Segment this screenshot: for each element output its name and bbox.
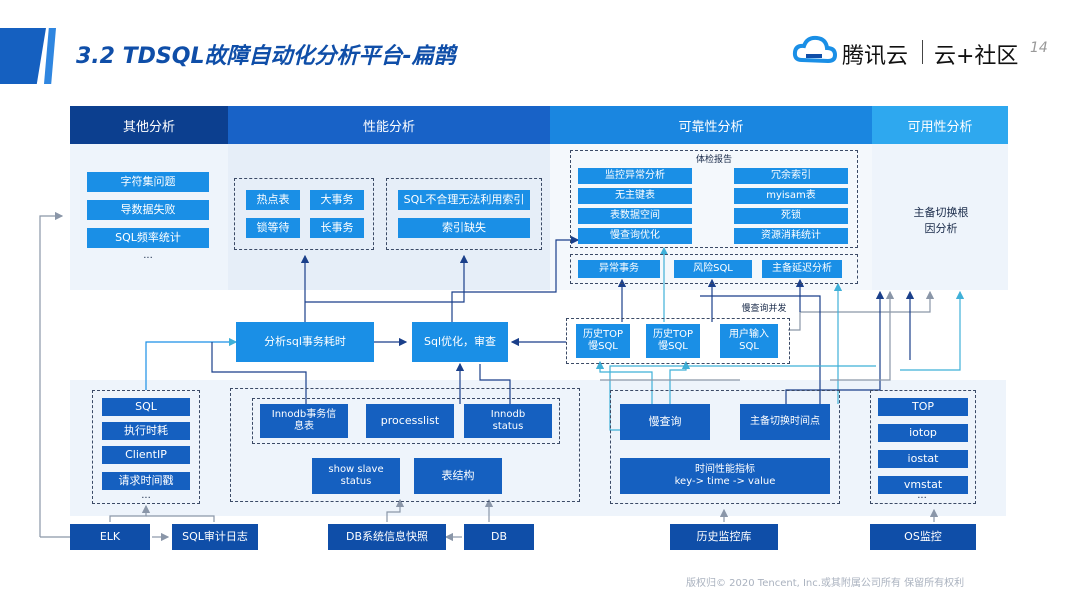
- rel-monitor-anomaly: 监控异常分析: [578, 168, 692, 184]
- other-item-import-fail: 导数据失败: [87, 200, 209, 220]
- time-performance-metric: 时间性能指标 key-> time -> value: [620, 458, 830, 494]
- slow-query-concurrency-label: 慢查询并发: [734, 301, 794, 314]
- history-top-slow-sql-1: 历史TOP 慢SQL: [576, 324, 630, 358]
- page-number: 14: [1030, 40, 1048, 56]
- user-input-sql: 用户输入 SQL: [720, 324, 778, 358]
- perf-hot-table: 热点表: [246, 190, 300, 210]
- brand-cloud-club: 云+社区: [934, 44, 1019, 69]
- source-db: DB: [464, 524, 534, 550]
- show-slave-status: show slave status: [312, 458, 400, 494]
- perf-lock-wait: 锁等待: [246, 218, 300, 238]
- rel-resource-stats: 资源消耗统计: [734, 228, 848, 244]
- perf-missing-index: 索引缺失: [398, 218, 530, 238]
- brand-divider: [922, 40, 923, 64]
- table-structure: 表结构: [414, 458, 502, 494]
- slow-query: 慢查询: [620, 404, 710, 440]
- other-item-sql-frequency: SQL频率统计: [87, 228, 209, 248]
- field-sql: SQL: [102, 398, 190, 416]
- perf-big-transaction: 大事务: [310, 190, 364, 210]
- copyright-footer: 版权归© 2020 Tencent, Inc.或其附属公司所有 保留所有权利: [686, 578, 965, 589]
- perf-group-1: [234, 178, 374, 250]
- os-metrics-group: [870, 390, 976, 504]
- history-top-slow-sql-2: 历史TOP 慢SQL: [646, 324, 700, 358]
- monitor-db-group: [610, 390, 840, 504]
- field-request-timestamp: 请求时间戳: [102, 472, 190, 490]
- rel-risky-sql: 风险SQL: [674, 260, 752, 278]
- other-item-charset: 字符集问题: [87, 172, 209, 192]
- health-report-title: 体检报告: [695, 155, 732, 165]
- source-os-monitor: OS监控: [870, 524, 976, 550]
- performance-analysis-panel: [228, 144, 550, 290]
- perf-sql-no-index: SQL不合理无法利用索引: [398, 190, 530, 210]
- rel-myisam-table: myisam表: [734, 188, 848, 204]
- db-snapshot-group: [230, 388, 580, 502]
- rel-redundant-index: 冗余索引: [734, 168, 848, 184]
- title-accent-bar: [0, 28, 46, 84]
- processlist: processlist: [366, 404, 454, 438]
- data-layer-panel: [70, 380, 1006, 516]
- os-iotop: iotop: [878, 424, 968, 442]
- source-sql-audit-log: SQL审计日志: [172, 524, 258, 550]
- rel-table-space: 表数据空间: [578, 208, 692, 224]
- field-client-ip: ClientIP: [102, 446, 190, 464]
- os-top: TOP: [878, 398, 968, 416]
- header-other-analysis: 其他分析: [70, 106, 228, 144]
- os-iostat: iostat: [878, 450, 968, 468]
- health-report-group: [570, 150, 858, 248]
- os-more: ...: [917, 490, 927, 501]
- top-slow-group: [566, 318, 790, 364]
- perf-group-2: [386, 178, 542, 250]
- rel-replication-lag: 主备延迟分析: [762, 260, 842, 278]
- header-reliability-analysis: 可靠性分析: [550, 106, 872, 144]
- header-performance-analysis: 性能分析: [228, 106, 550, 144]
- other-more: ...: [143, 250, 153, 261]
- source-db-system-snapshot: DB系统信息快照: [328, 524, 446, 550]
- rel-deadlock: 死锁: [734, 208, 848, 224]
- os-vmstat: vmstat: [878, 476, 968, 494]
- source-history-monitor-db: 历史监控库: [670, 524, 778, 550]
- availability-root-cause: 主备切换根 因分析: [913, 206, 969, 235]
- analyze-sql-transaction-time: 分析sql事务耗时: [236, 322, 374, 362]
- rel-slow-query-opt: 慢查询优化: [578, 228, 692, 244]
- header-availability-analysis: 可用性分析: [872, 106, 1008, 144]
- rel-abnormal-transaction: 异常事务: [578, 260, 660, 278]
- innodb-transaction-table: Innodb事务信 息表: [260, 404, 348, 438]
- fields-more: ...: [141, 490, 151, 501]
- perf-long-transaction: 长事务: [310, 218, 364, 238]
- availability-analysis-panel: [872, 144, 1008, 290]
- innodb-status: Innodb status: [464, 404, 552, 438]
- sql-fields-group: [92, 390, 200, 504]
- field-exec-time: 执行时耗: [102, 422, 190, 440]
- brand-tencent-cloud: 腾讯云: [842, 44, 909, 69]
- page-title: 3.2 TDSQL故障自动化分析平台-扁鹊: [76, 44, 456, 69]
- tencent-cloud-logo-icon: [792, 34, 838, 68]
- db-snapshot-subgroup: [252, 398, 560, 444]
- switchover-time-point: 主备切换时间点: [740, 404, 830, 440]
- sql-optimize-review: Sql优化，审查: [412, 322, 508, 362]
- rel-no-pk-table: 无主键表: [578, 188, 692, 204]
- source-elk: ELK: [70, 524, 150, 550]
- reliability-bottom-group: [570, 254, 858, 284]
